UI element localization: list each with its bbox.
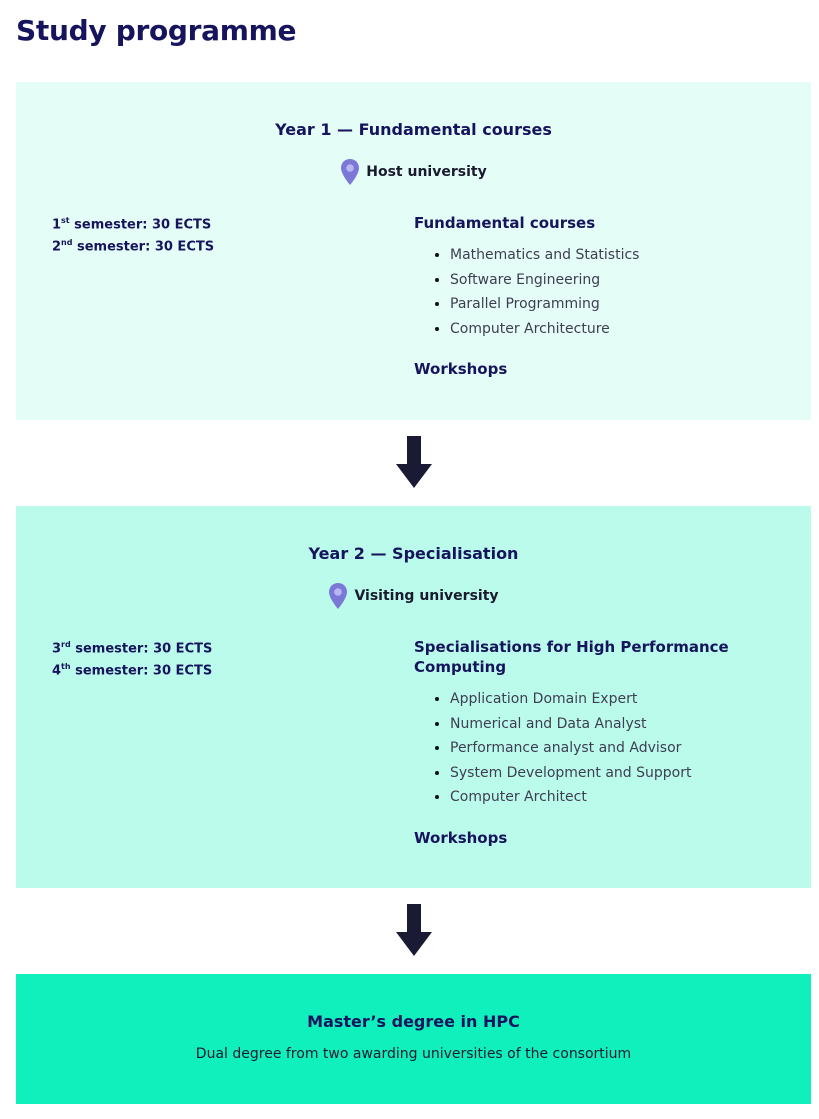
year2-title: Year 2 — Specialisation <box>308 544 519 563</box>
list-item: Application Domain Expert <box>450 687 734 712</box>
workshops-heading: Workshops <box>414 828 508 847</box>
year2-courses: Specialisations for High Performance Com… <box>414 637 734 847</box>
year2-section: Year 2 — Specialisation Visiting univers… <box>16 506 811 888</box>
list-item: Computer Architect <box>450 785 734 810</box>
semester-line: 3rd semester: 30 ECTS <box>52 640 213 657</box>
year1-semesters: 1st semester: 30 ECTS 2nd semester: 30 E… <box>52 212 214 257</box>
list-item: System Development and Support <box>450 761 734 786</box>
year2-semesters: 3rd semester: 30 ECTS 4th semester: 30 E… <box>52 636 212 681</box>
year1-location: Host university <box>16 158 811 186</box>
location-label: Host university <box>366 164 487 180</box>
list-item: Numerical and Data Analyst <box>450 712 734 737</box>
list-item: Parallel Programming <box>450 292 754 317</box>
course-list: Mathematics and Statistics Software Engi… <box>414 243 754 341</box>
degree-section: Master’s degree in HPC Dual degree from … <box>16 974 811 1104</box>
semester-line: 1st semester: 30 ECTS <box>52 216 212 233</box>
location-pin-icon <box>329 583 348 609</box>
workshops-heading: Workshops <box>414 360 508 379</box>
year1-courses: Fundamental courses Mathematics and Stat… <box>414 213 754 378</box>
semester-line: 4th semester: 30 ECTS <box>52 662 213 679</box>
courses-heading: Fundamental courses <box>414 214 596 232</box>
semester-line: 2nd semester: 30 ECTS <box>52 238 215 255</box>
arrow-down-icon <box>396 436 432 488</box>
year1-section: Year 1 — Fundamental courses Host univer… <box>16 82 811 420</box>
location-pin-icon <box>341 159 360 185</box>
year1-title: Year 1 — Fundamental courses <box>275 120 552 139</box>
specialisation-list: Application Domain Expert Numerical and … <box>414 687 734 810</box>
year2-location: Visiting university <box>16 582 811 610</box>
list-item: Mathematics and Statistics <box>450 243 754 268</box>
list-item: Software Engineering <box>450 268 754 293</box>
courses-heading: Specialisations for High Performance Com… <box>414 638 729 676</box>
arrow-down-icon <box>396 904 432 956</box>
degree-subtitle: Dual degree from two awarding universiti… <box>195 1046 632 1062</box>
location-label: Visiting university <box>354 588 499 604</box>
page-title: Study programme <box>16 14 297 47</box>
degree-title: Master’s degree in HPC <box>307 1012 520 1031</box>
list-item: Performance analyst and Advisor <box>450 736 734 761</box>
list-item: Computer Architecture <box>450 317 754 342</box>
